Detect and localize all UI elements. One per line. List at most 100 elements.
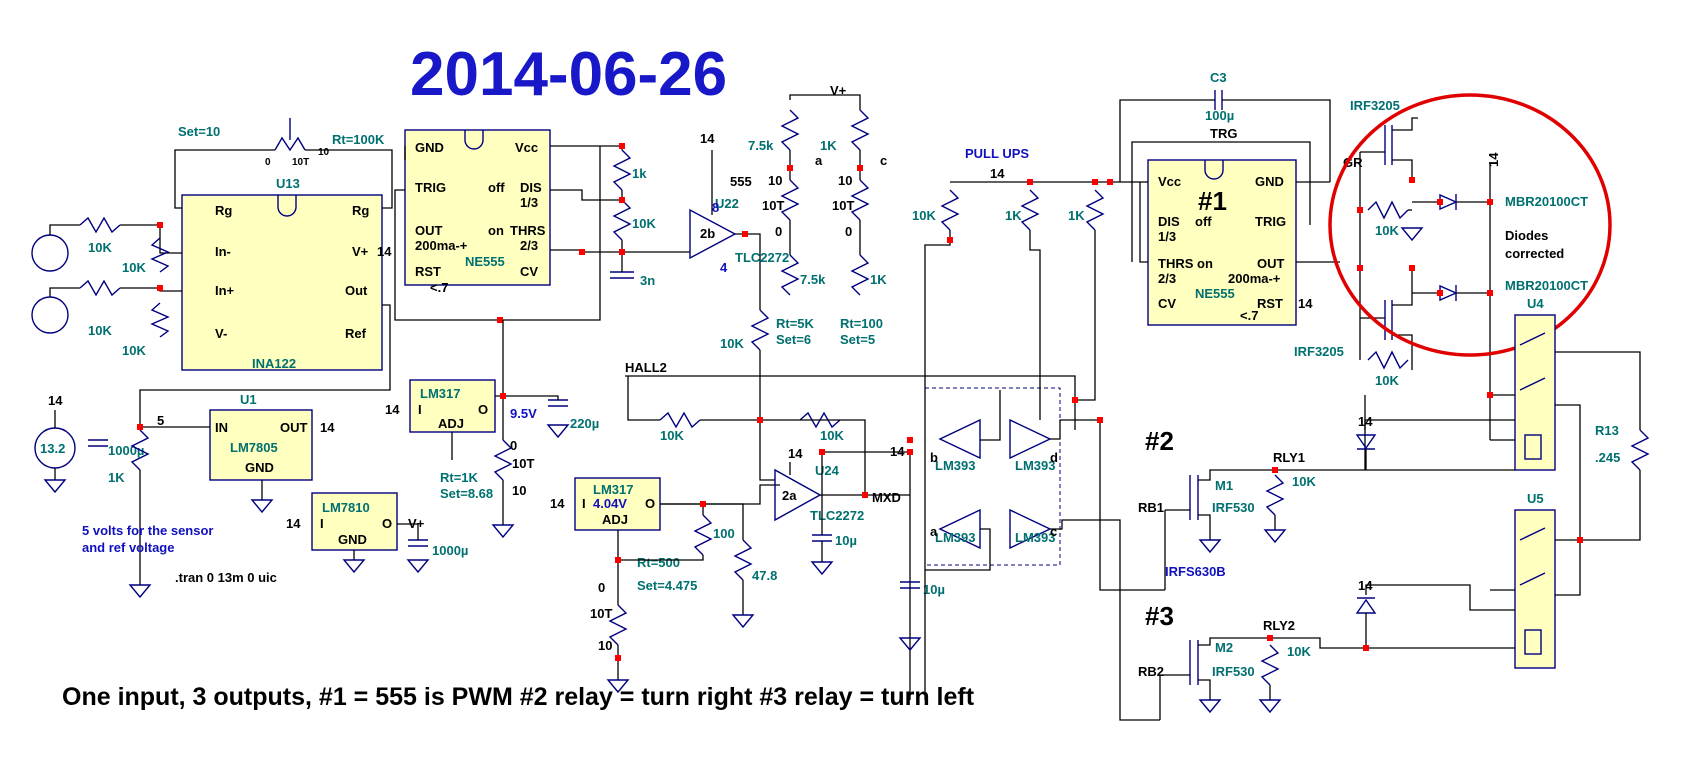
ne555-left-third: 1/3: [520, 195, 538, 210]
ne555-left-cv: CV: [520, 264, 538, 279]
m1-r: [1265, 474, 1285, 516]
note-corrected: corrected: [1505, 246, 1564, 261]
ne555-right-lt: <.7: [1240, 308, 1258, 323]
pot-a: [780, 179, 800, 221]
ina122-net14: 14: [377, 244, 392, 259]
ne555-left-notch: [464, 130, 484, 150]
lm317a-rt: Rt=1K: [440, 470, 479, 485]
pot-c-label: c: [880, 153, 887, 168]
pot-c-top-r: [850, 109, 870, 151]
relay-u5-label: U5: [1527, 491, 1544, 506]
bridge-d2: MBR20100CT: [1505, 278, 1588, 293]
lm317b-r2: [733, 539, 753, 581]
lm317b-r1: [693, 514, 713, 556]
sensor-pot: [130, 429, 150, 471]
hall-r2-label: 10K: [720, 336, 744, 351]
relay-u5: [1514, 509, 1556, 669]
resistor-in4-label: 10K: [122, 343, 146, 358]
pot-a10: 10: [768, 173, 782, 188]
marker-one: #1: [1198, 186, 1227, 216]
c3-value: 100µ: [1205, 108, 1234, 123]
lm393-b: LM393: [935, 458, 975, 473]
lm7810-gnd: GND: [338, 532, 367, 547]
title: 2014-06-26: [410, 40, 727, 109]
source-net14: 14: [48, 393, 63, 408]
ina122-rt: Rt=100K: [332, 132, 385, 147]
ne555-left-twothird: 2/3: [520, 238, 538, 253]
m2-part: IRF530: [1212, 664, 1255, 679]
u24-mxd: MXD: [872, 490, 901, 505]
pot-a-label: a: [815, 153, 823, 168]
sensor-pot-label: 1K: [108, 470, 125, 485]
u22-unit: 2b: [700, 226, 715, 241]
m1-part: IRF530: [1212, 500, 1255, 515]
r13-label: R13: [1595, 423, 1619, 438]
ne555-right-off: off: [1195, 214, 1212, 229]
lm393-d: LM393: [1015, 458, 1055, 473]
lm317b-pot10t: 10T: [590, 606, 612, 621]
ne555-right-net14: 14: [1298, 296, 1313, 311]
hall-r2: [750, 309, 770, 351]
ina122-pin-vm: V-: [215, 326, 227, 341]
lm317b-adj: ADJ: [602, 512, 628, 527]
input-sources: 10K 10K 10K 10K: [31, 216, 182, 358]
u24-triangle: [774, 468, 822, 522]
ne555-left-r1-label: 1k: [632, 166, 647, 181]
m1-rly: RLY1: [1273, 450, 1305, 465]
u24-c1: 10µ: [835, 533, 857, 548]
pull-ups: PULL UPS 14 10K 1K 1K: [912, 146, 1140, 231]
pullup-r1: [940, 189, 960, 231]
bridge-r-bot-label: 10K: [1375, 373, 1399, 388]
source-13v2-label: 13.2: [40, 441, 65, 456]
hall-r1: [659, 411, 701, 429]
lm317a-pot10: 10: [512, 483, 526, 498]
lm7805-out: OUT: [280, 420, 308, 435]
ne555-left-trig: TRIG: [415, 180, 446, 195]
hall-r1-label: 10K: [660, 428, 684, 443]
u22-p8: 8: [712, 200, 719, 215]
c3-trg: TRG: [1210, 126, 1237, 141]
lm7805-chip: [209, 409, 313, 481]
ne555-left-cap-label: 3n: [640, 273, 655, 288]
pot-c10: 10: [838, 173, 852, 188]
lm7805-part: LM7805: [230, 440, 278, 455]
pull-ups-label: PULL UPS: [965, 146, 1029, 161]
ne555-right-third: 1/3: [1158, 229, 1176, 244]
ne555-right-trig: TRIG: [1255, 214, 1286, 229]
u22-part: TLC2272: [735, 250, 789, 265]
c3-cap: C3 100µ TRG: [1119, 70, 1331, 262]
ne555-left-dis: DIS: [520, 180, 542, 195]
lm393-label-b: b: [930, 450, 938, 465]
lm317b-o: O: [645, 496, 655, 511]
u22-ref: U22: [715, 196, 739, 211]
m1-rb: RB1: [1138, 500, 1164, 515]
pullup-r2: [1020, 189, 1040, 231]
r13-value: .245: [1595, 450, 1620, 465]
lm317a: LM317 I O ADJ 14 9.5V 220µ Rt=1K Set=8.6…: [385, 320, 599, 539]
lm317a-pot0: 0: [510, 438, 517, 453]
u24-net14: 14: [788, 446, 803, 461]
lm393-label-a: a: [930, 524, 938, 539]
note-sensor-line1: 5 volts for the sensor: [82, 523, 213, 538]
ne555-left-rst: RST: [415, 264, 441, 279]
power-supply: U1 IN OUT LM7805 GND 14 5 13.2 14 1000µ …: [34, 304, 391, 599]
ne555-left-gnd: GND: [415, 140, 444, 155]
caption: One input, 3 outputs, #1 = 555 is PWM #2…: [62, 683, 975, 711]
relay-u4: [1514, 314, 1556, 471]
ne555-left-chip: [404, 129, 551, 286]
ina122-pin-inp: In+: [215, 283, 235, 298]
u22-p4: 4: [720, 260, 728, 275]
lm317a-net14: 14: [385, 402, 400, 417]
ne555-right-cv: CV: [1158, 296, 1176, 311]
bridge-q-top: IRF3205: [1350, 98, 1400, 113]
lm7810-chip: [311, 492, 398, 551]
lm7810: LM7810 I O GND 14 V+ 1000µ: [286, 492, 468, 574]
lm317a-adj: ADJ: [438, 416, 464, 431]
source-1: [31, 234, 69, 272]
lm7805-gnd: GND: [245, 460, 274, 475]
lm393-label-d: d: [1050, 450, 1058, 465]
lm317a-part: LM317: [420, 386, 460, 401]
ne555-right-on: on: [1197, 256, 1213, 271]
lm7810-i: I: [320, 516, 324, 531]
